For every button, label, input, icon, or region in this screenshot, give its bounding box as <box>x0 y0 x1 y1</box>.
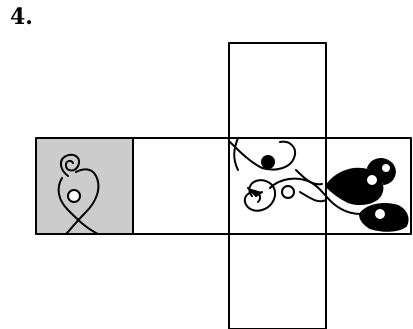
face-bottom <box>229 234 326 329</box>
face-center <box>229 138 326 234</box>
face-left-shaded <box>36 138 133 234</box>
face-top <box>229 43 326 138</box>
swirl-pattern <box>230 138 326 211</box>
fish-pattern <box>326 159 408 231</box>
face-center-left <box>133 138 229 234</box>
